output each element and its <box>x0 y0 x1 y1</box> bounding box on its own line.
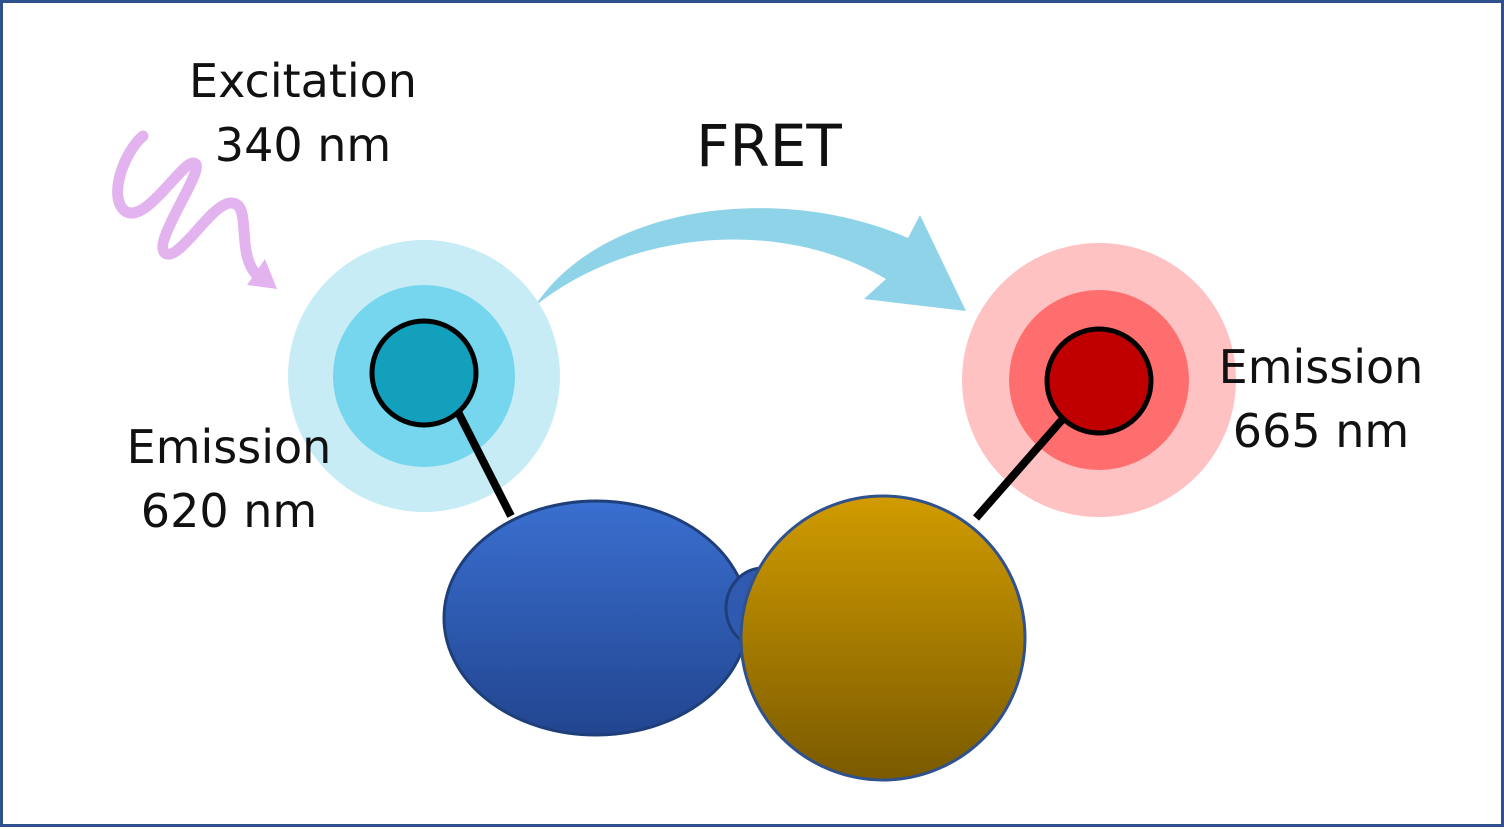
excitation-label: Excitation 340 nm <box>153 49 453 177</box>
gold-protein-icon <box>739 494 1027 782</box>
fret-label-text: FRET <box>696 112 842 180</box>
acceptor-linker <box>972 410 1072 521</box>
donor-emission-line2: 620 nm <box>140 484 318 538</box>
acceptor-emission-line1: Emission <box>1218 340 1424 394</box>
excitation-wave-icon <box>112 130 277 289</box>
fret-arrow-icon <box>535 208 966 311</box>
donor-emission-label: Emission 620 nm <box>79 415 379 543</box>
excitation-label-line1: Excitation <box>189 54 417 108</box>
donor-emission-line1: Emission <box>126 420 332 474</box>
acceptor-emission-line2: 665 nm <box>1232 404 1410 458</box>
acceptor-core <box>1044 326 1154 436</box>
donor-linker <box>451 404 515 518</box>
fret-diagram <box>112 130 1236 782</box>
excitation-label-line2: 340 nm <box>214 118 392 172</box>
acceptor-emission-label: Emission 665 nm <box>1171 335 1471 463</box>
fret-label: FRET <box>619 111 919 181</box>
donor-core <box>369 318 479 428</box>
